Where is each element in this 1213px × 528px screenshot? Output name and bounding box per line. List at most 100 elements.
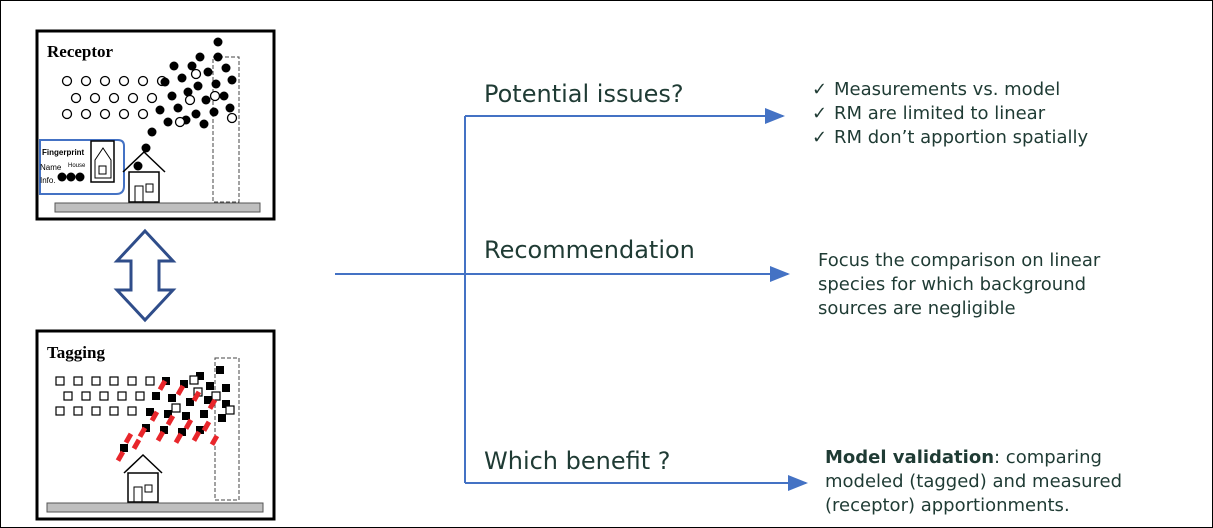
house-icon — [127, 472, 159, 503]
fingerprint-house-icon-frame — [90, 140, 115, 183]
open-square — [109, 376, 119, 386]
name-label: Name — [40, 163, 62, 172]
plume-square — [186, 398, 194, 406]
tag-marker — [191, 430, 202, 442]
open-square — [117, 391, 127, 401]
open-particle — [118, 75, 130, 87]
tag-marker — [175, 384, 186, 396]
open-particle — [61, 108, 73, 120]
tag-marker — [157, 379, 168, 391]
plume-square — [218, 414, 226, 422]
open-particle — [118, 108, 130, 120]
plume-square — [142, 424, 150, 432]
fingerprint-dot — [75, 172, 85, 182]
open-particle — [99, 108, 111, 120]
open-square — [55, 376, 65, 386]
plume-square — [196, 372, 204, 380]
plume-particle — [199, 119, 209, 129]
answer-recommendation: Focus the comparison on linear species f… — [818, 250, 1101, 319]
open-square — [91, 376, 101, 386]
plume-square — [162, 377, 170, 385]
open-particle — [209, 90, 221, 102]
answer-potential-issues: ✓Measurements vs. model ✓RM are limited … — [812, 78, 1088, 150]
info-label: Info. — [40, 176, 56, 185]
open-square — [99, 391, 109, 401]
open-particle — [146, 92, 158, 104]
plume-particle — [191, 109, 201, 119]
open-square — [81, 391, 91, 401]
house-door — [133, 486, 143, 503]
plume-square — [168, 394, 176, 402]
open-particle — [70, 92, 82, 104]
answer-which-benefit: Model validation: comparing modeled (tag… — [825, 447, 1122, 516]
open-particle — [89, 92, 101, 104]
check-icon: ✓ — [812, 127, 828, 148]
open-square — [127, 376, 137, 386]
chimney-outline — [212, 56, 240, 203]
check-icon: ✓ — [812, 103, 828, 124]
tag-marker — [131, 438, 142, 450]
tag-marker — [165, 414, 176, 426]
tagging-title: Tagging — [47, 343, 105, 362]
ground-bar — [54, 202, 261, 213]
open-particle — [226, 112, 238, 124]
tag-marker — [137, 426, 148, 438]
answer-list-item: ✓Measurements vs. model — [812, 79, 1061, 100]
mini-house-door — [98, 165, 107, 175]
open-square — [211, 391, 221, 401]
question-recommendation: Recommendation — [484, 236, 695, 264]
plume-particle — [227, 75, 237, 85]
double-arrow-icon — [113, 228, 177, 323]
tag-marker — [155, 430, 166, 442]
question-which-benefit: Which benefit ? — [484, 447, 671, 475]
chimney-outline — [214, 357, 240, 501]
receptor-title: Receptor — [47, 42, 114, 61]
tag-marker — [183, 418, 194, 430]
plume-particle — [203, 67, 213, 77]
open-square — [73, 406, 83, 416]
plume-particle — [221, 63, 231, 73]
house-door — [134, 185, 144, 203]
plume-particle — [163, 117, 173, 127]
plume-square — [200, 410, 208, 418]
plume-square — [120, 444, 128, 452]
plume-square — [204, 396, 212, 404]
plume-particle — [147, 127, 157, 137]
branch-connectors — [335, 108, 808, 491]
plume-particle — [169, 61, 179, 71]
plume-square — [146, 408, 154, 416]
plume-square — [222, 384, 230, 392]
open-particle — [174, 116, 186, 128]
tag-marker — [149, 410, 160, 422]
tag-marker — [123, 432, 134, 444]
plume-particle — [141, 143, 151, 153]
plume-particle — [160, 77, 170, 87]
open-particle — [61, 75, 73, 87]
fingerprint-callout — [39, 139, 125, 195]
plume-square — [206, 382, 214, 390]
plume-square — [180, 380, 188, 388]
open-square — [189, 375, 199, 385]
tag-marker — [201, 420, 212, 432]
open-square — [73, 376, 83, 386]
receptor-panel: Receptor Fingerprint Name House Info. — [35, 29, 276, 221]
plume-particle — [225, 103, 235, 113]
tagging-particles — [55, 366, 235, 462]
open-particle — [137, 108, 149, 120]
tag-marker — [209, 434, 220, 446]
plume-square — [160, 426, 168, 434]
receptor-particles — [61, 37, 238, 171]
plume-particle — [133, 161, 143, 171]
open-particle — [127, 92, 139, 104]
plume-square — [164, 410, 172, 418]
tag-marker — [191, 390, 202, 402]
answer-list-item: ✓RM don’t apportion spatially — [812, 127, 1089, 148]
question-potential-issues: Potential issues? — [484, 80, 684, 108]
house-label: House — [68, 163, 86, 169]
house-roof — [122, 150, 166, 173]
open-particle — [137, 75, 149, 87]
house-window — [144, 484, 153, 493]
open-square — [109, 406, 119, 416]
plume-square — [196, 426, 204, 434]
